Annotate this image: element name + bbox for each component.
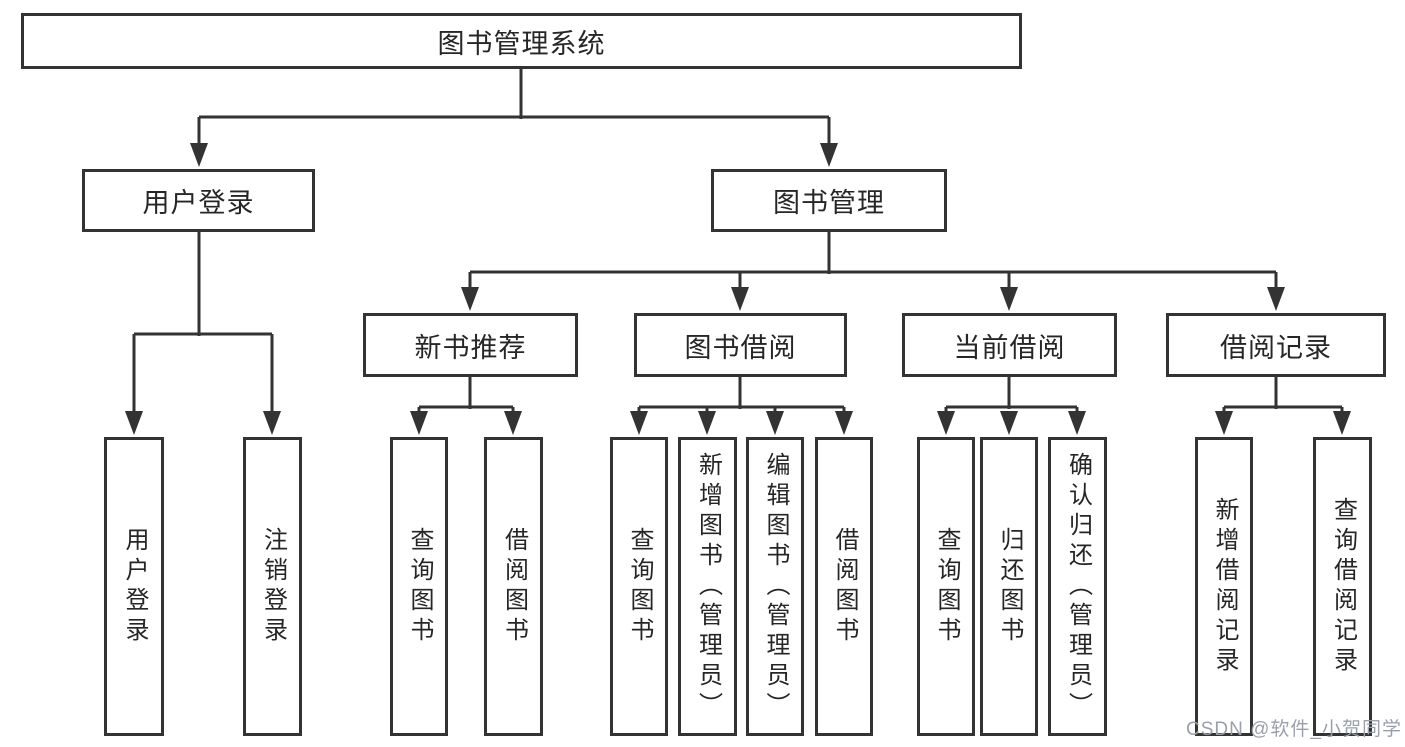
- connector-borrow-record-branch: [1222, 377, 1344, 413]
- leaf-borrow-books-borrowing-label: 借阅图书: [831, 526, 858, 647]
- node-book-borrowing: 图书借阅: [634, 313, 847, 377]
- leaf-return-book: 归还图书: [980, 437, 1038, 736]
- leaf-borrow-books-borrowing: 借阅图书: [815, 437, 873, 736]
- node-current-borrowing: 当前借阅: [902, 313, 1117, 377]
- leaf-confirm-return-admin: 确认归还（管理员）: [1048, 437, 1107, 736]
- leaf-logout-label: 注销登录: [259, 526, 287, 647]
- node-borrowing-records: 借阅记录: [1166, 313, 1386, 377]
- leaf-user-login-label: 用户登录: [121, 526, 148, 647]
- leaf-add-book-admin: 新增图书（管理员）: [678, 437, 737, 736]
- leaf-query-borrow-record: 查询借阅记录: [1313, 437, 1372, 736]
- connector-book-borrow-branch: [637, 377, 846, 413]
- leaf-query-books-current-label: 查询图书: [933, 526, 960, 647]
- leaf-borrow-books-recommend-label: 借阅图书: [500, 526, 528, 647]
- leaf-add-book-admin-label: 新增图书（管理员）: [694, 451, 722, 722]
- node-book-management: 图书管理: [711, 169, 947, 232]
- leaf-edit-book-admin-label: 编辑图书（管理员）: [762, 451, 789, 722]
- node-new-book-recommend: 新书推荐: [363, 313, 578, 377]
- leaf-confirm-return-admin-label: 确认归还（管理员）: [1064, 451, 1092, 722]
- leaf-query-books-recommend-label: 查询图书: [406, 526, 433, 647]
- leaf-query-books-current: 查询图书: [917, 437, 975, 736]
- node-library-system: 图书管理系统: [21, 13, 1022, 69]
- leaf-query-books-recommend: 查询图书: [390, 437, 448, 736]
- leaf-return-book-label: 归还图书: [996, 526, 1023, 647]
- leaf-query-books-borrowing: 查询图书: [610, 437, 668, 736]
- leaf-query-borrow-record-label: 查询借阅记录: [1329, 496, 1357, 677]
- leaf-query-books-borrowing-label: 查询图书: [626, 526, 653, 647]
- connector-current-borrow-branch: [944, 377, 1079, 413]
- leaf-add-borrow-record: 新增借阅记录: [1195, 437, 1253, 736]
- node-user-login: 用户登录: [82, 169, 315, 232]
- leaf-logout: 注销登录: [243, 437, 302, 736]
- connector-root-to-level2: [197, 69, 831, 146]
- connector-book-management-branch: [468, 232, 1278, 289]
- leaf-edit-book-admin: 编辑图书（管理员）: [746, 437, 804, 736]
- leaf-user-login: 用户登录: [104, 437, 164, 736]
- leaf-borrow-books-recommend: 借阅图书: [484, 437, 543, 736]
- connector-user-login-branch: [132, 232, 274, 413]
- csdn-watermark: CSDN @软件_小贺同学: [1186, 719, 1402, 740]
- connector-new-book-branch: [417, 377, 515, 413]
- leaf-add-borrow-record-label: 新增借阅记录: [1211, 496, 1238, 677]
